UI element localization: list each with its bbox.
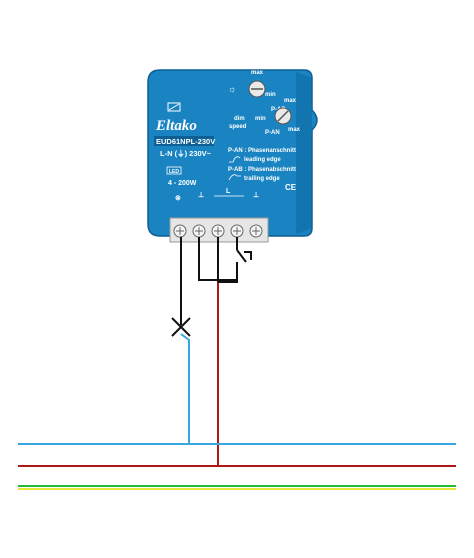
pushbutton-actuator bbox=[244, 251, 252, 260]
bus-lines bbox=[18, 443, 456, 490]
terminal-3-label: L bbox=[226, 188, 231, 195]
wire-cross-mark bbox=[171, 317, 191, 337]
brightness-icon: ☼ bbox=[228, 84, 236, 94]
right-max2-label: max bbox=[288, 127, 301, 133]
power-label: 4 - 200W bbox=[168, 180, 197, 187]
top-min-label: min bbox=[265, 92, 276, 98]
led-indicator-box bbox=[166, 166, 182, 175]
pab-mode-title: P-AB : Phasenabschnitt bbox=[228, 167, 296, 173]
device-side-shade bbox=[296, 72, 312, 234]
pab-mode-sub: trailing edge bbox=[244, 176, 280, 182]
pan-mode-title: P-AN : Phasenanschnitt bbox=[228, 148, 296, 154]
neutral-drop-wire bbox=[180, 333, 190, 444]
right-min-label: min bbox=[255, 116, 266, 122]
device-body bbox=[147, 69, 318, 237]
brand-logo: Eltako bbox=[155, 118, 197, 134]
terminal-2-label: ⊥ bbox=[198, 191, 204, 199]
right-max-label: max bbox=[284, 98, 297, 104]
ce-mark: CE bbox=[285, 183, 297, 192]
dim-label: dim bbox=[234, 116, 245, 122]
pan-mode-sub: leading edge bbox=[244, 157, 281, 163]
leading-edge-icon bbox=[229, 156, 241, 163]
led-label: LED bbox=[169, 169, 179, 175]
dimmer-symbol-icon bbox=[167, 102, 181, 112]
voltage-label: L-N (⏚) 230V~ bbox=[160, 149, 212, 158]
pushbutton-return bbox=[218, 262, 238, 283]
terminal-earth-label: ⊗ bbox=[175, 195, 181, 202]
dimmer-device: Eltako EUD61NPL-230V L-N (⏚) 230V~ LED 4… bbox=[147, 69, 318, 243]
model-label: EUD61NPL-230V bbox=[156, 137, 215, 146]
pushbutton-contact bbox=[236, 249, 247, 263]
wiring bbox=[171, 237, 252, 466]
top-max-label: max bbox=[251, 70, 264, 76]
pan-dial-label: P-AN bbox=[265, 130, 280, 136]
trailing-edge-icon bbox=[228, 174, 241, 181]
terminal-5-label: ⊥ bbox=[253, 191, 259, 199]
speed-label: speed bbox=[229, 124, 247, 130]
terminal-screws bbox=[173, 224, 263, 238]
model-label-box bbox=[154, 136, 214, 146]
